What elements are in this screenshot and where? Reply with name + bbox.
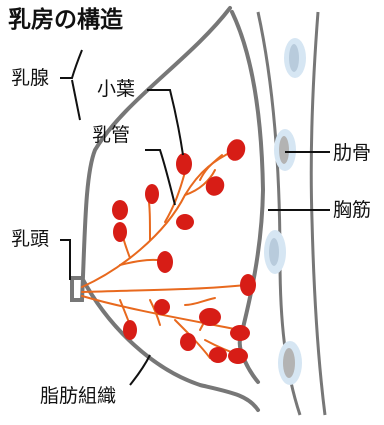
- leader-nyusen: [60, 49, 83, 79]
- ribs: [264, 38, 306, 385]
- label-kyokin: 胸筋: [333, 199, 372, 221]
- diagram-title: 乳房の構造: [8, 7, 123, 33]
- leader-nyuto: [60, 239, 71, 280]
- label-shibo: 脂肪組織: [40, 385, 117, 407]
- milk-ducts: [81, 149, 246, 359]
- label-nyuto: 乳頭: [11, 228, 50, 250]
- rib-band-outer: [309, 11, 327, 416]
- label-shoyo: 小葉: [97, 78, 136, 100]
- lobules: [112, 139, 256, 364]
- leader-shoyo: [147, 89, 184, 156]
- leader-nyusen-2: [71, 79, 81, 121]
- label-nyukan: 乳管: [92, 124, 131, 146]
- leader-shibo: [129, 354, 151, 386]
- breast-outline: [70, 6, 260, 412]
- label-nyusen: 乳腺: [11, 67, 50, 89]
- label-rokkotsu: 肋骨: [333, 142, 372, 164]
- leader-lines: [60, 49, 330, 386]
- leader-nyukan: [145, 149, 176, 206]
